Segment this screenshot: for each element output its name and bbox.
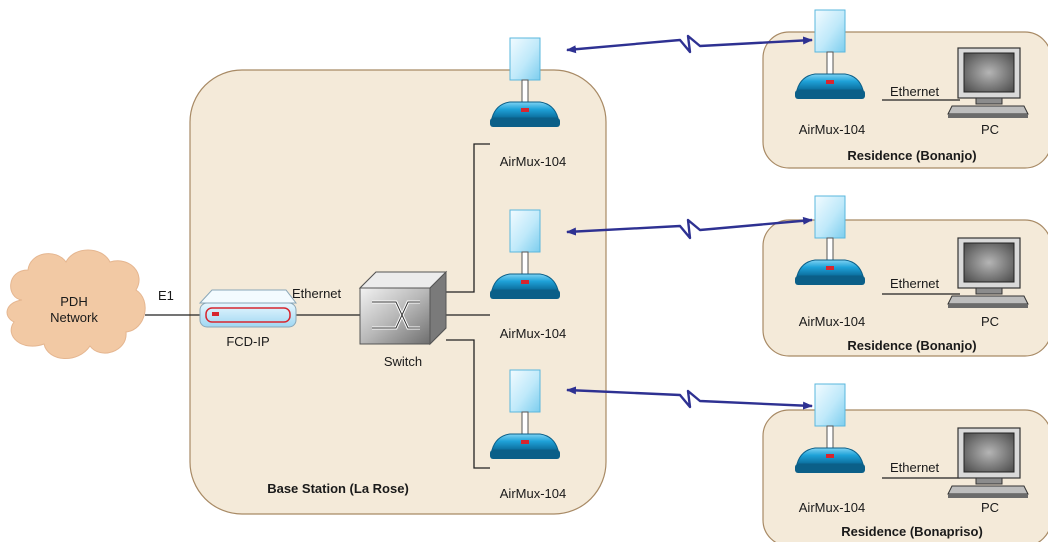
residence-1-pc-label: PC — [981, 122, 999, 137]
residence-3-ethernet-label: Ethernet — [890, 460, 940, 475]
residence-3-pc-icon — [947, 427, 1029, 499]
residence-2-pc-label: PC — [981, 314, 999, 329]
residence-3-pc-label: PC — [981, 500, 999, 515]
residence-2-title: Residence (Bonanjo) — [847, 338, 976, 353]
residence-2-airmux-label: AirMux-104 — [799, 314, 865, 329]
wireless-link-2 — [566, 216, 813, 240]
residence-2-ethernet-label: Ethernet — [890, 276, 940, 291]
ethernet-link-label: Ethernet — [292, 286, 342, 301]
fcd-ip-label: FCD-IP — [226, 334, 269, 349]
switch-device — [358, 270, 448, 346]
wireless-links — [566, 34, 813, 410]
base-airmux-label-1: AirMux-104 — [500, 154, 566, 169]
cloud-label-line2: Network — [50, 310, 98, 325]
residence-2-pc-icon — [947, 237, 1029, 309]
residence-1-title: Residence (Bonanjo) — [847, 148, 976, 163]
residence-3-airmux-label: AirMux-104 — [799, 500, 865, 515]
residence-1-ethernet-label: Ethernet — [890, 84, 940, 99]
residence-1-pc-icon — [947, 47, 1029, 119]
base-airmux-label-2: AirMux-104 — [500, 326, 566, 341]
wireless-link-3 — [566, 386, 813, 410]
residence-3-title: Residence (Bonapriso) — [841, 524, 983, 539]
base-airmux-label-3: AirMux-104 — [500, 486, 566, 501]
wireless-link-1 — [566, 34, 813, 54]
switch-label: Switch — [384, 354, 422, 369]
cloud-label-line1: PDH — [60, 294, 87, 309]
residence-1-airmux-label: AirMux-104 — [799, 122, 865, 137]
fcd-ip-device — [198, 289, 298, 328]
wired-links — [145, 99, 960, 479]
pdh-network-cloud — [6, 249, 146, 359]
e1-link-label: E1 — [158, 288, 174, 303]
base-station-label: Base Station (La Rose) — [267, 481, 409, 496]
